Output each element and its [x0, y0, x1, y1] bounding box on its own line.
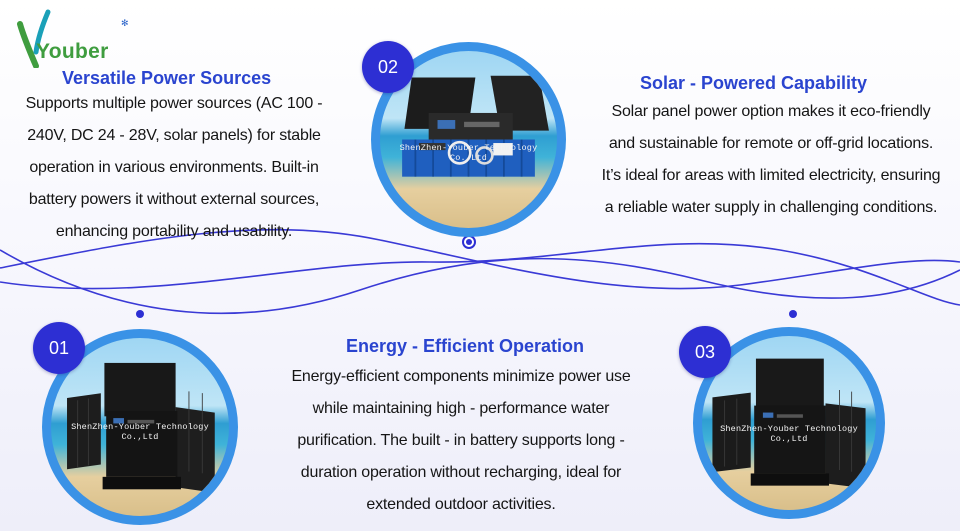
step-badge-03: 03 [679, 326, 731, 378]
wave-dot-right [789, 310, 797, 318]
energy-line: extended outdoor activities. [366, 496, 556, 513]
solar-line: Solar panel power option makes it eco-fr… [611, 103, 931, 120]
purifier-case-solar-panels-icon [67, 362, 215, 493]
energy-line: duration operation without recharging, i… [300, 464, 622, 481]
energy-line: purification. The built - in battery sup… [297, 432, 625, 449]
versatile-description: Supports multiple power sources (AC 100 … [4, 88, 344, 248]
solar-line: a reliable water supply in challenging c… [604, 199, 938, 216]
versatile-line: operation in various environments. Built… [29, 159, 319, 176]
versatile-line: enhancing portability and usability. [55, 223, 293, 240]
energy-title: Energy - Efficient Operation [346, 336, 585, 356]
snowflake-icon: ✻ [121, 18, 129, 28]
wave-dot-left [136, 310, 144, 318]
versatile-line: battery powers it without external sourc… [28, 191, 320, 208]
versatile-line: 240V, DC 24 - 28V, solar panels) for sta… [27, 127, 321, 144]
step-badge-01: 01 [33, 322, 85, 374]
solar-line: It’s ideal for areas with limited electr… [601, 167, 941, 184]
wave-dot-center-fill [466, 239, 472, 245]
logo-leaf-icon [17, 9, 51, 68]
photo-02-watermark: ShenZhen-Youber Technology Co.,Ltd [399, 143, 538, 163]
versatile-title: Versatile Power Sources [62, 68, 272, 88]
purifier-case-solar-panels-icon [712, 358, 866, 489]
solar-title: Solar - Powered Capability [640, 73, 868, 93]
energy-line: Energy-efficient components minimize pow… [291, 368, 631, 385]
step-badge-02: 02 [362, 41, 414, 93]
solar-description: Solar panel power option makes it eco-fr… [583, 96, 959, 224]
photo-01-watermark: ShenZhen-Youber Technology Co.,Ltd [71, 422, 209, 442]
versatile-line: Supports multiple power sources (AC 100 … [25, 95, 323, 112]
energy-line: while maintaining high - performance wat… [312, 400, 610, 417]
photo-03-watermark: ShenZhen-Youber Technology Co.,Ltd [720, 424, 858, 444]
logo-wordmark: Youber [36, 40, 109, 63]
brand-logo: Youber ✻ [14, 8, 134, 70]
purifier-case-open-with-accessories-icon [402, 75, 549, 177]
energy-description: Energy-efficient components minimize pow… [268, 361, 654, 521]
solar-line: and sustainable for remote or off-grid l… [608, 135, 934, 152]
